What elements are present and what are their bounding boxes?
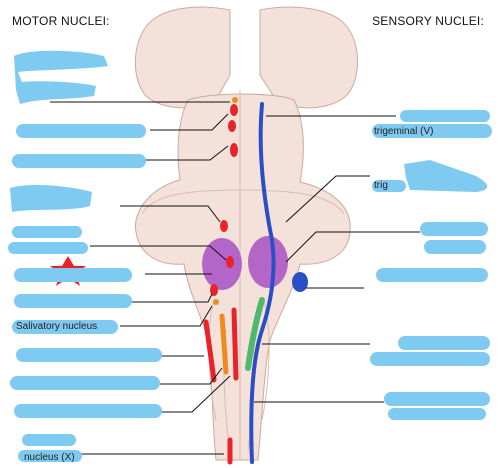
abducens-nucleus [220,220,228,232]
trigeminal-motor-nucleus [230,143,238,157]
dorsal-vagal-nucleus [219,313,229,375]
sensory-nuclei-title: SENSORY NUCLEI: [372,14,484,28]
redacted-motor-labels [8,50,162,462]
motor-leader-lines [50,101,231,455]
nucleus-ambiguus [203,319,217,383]
edinger-westphal-nucleus [232,97,238,103]
oculomotor-nucleus [230,104,238,116]
inferior-salivatory-nucleus [213,299,219,305]
vestibular-nucleus-left [202,238,242,290]
facial-motor-nucleus [226,256,234,268]
motor-label-bottom-fragment: nucleus (X) [24,452,75,463]
solitary-nucleus [245,297,265,371]
hypoglossal-nucleus [231,307,239,381]
sensory-label-trigeminal-fragment: trigeminal (V) [374,126,434,137]
redacted-sensory-labels [370,110,492,420]
vestibular-nucleus-right [248,236,288,288]
sensory-label-trig-fragment: trig [374,180,388,191]
spinal-trigeminal-tract [249,102,276,464]
sensory-leader-lines [254,115,420,403]
superior-salivatory-nucleus [210,284,218,296]
trochlear-nucleus [228,120,236,132]
cochlear-nucleus [292,272,308,292]
motor-label-salivatory-fragment: Salivatory nucleus [16,321,98,332]
motor-nuclei-title: MOTOR NUCLEI: [12,14,110,28]
brainstem-outline [134,6,359,461]
